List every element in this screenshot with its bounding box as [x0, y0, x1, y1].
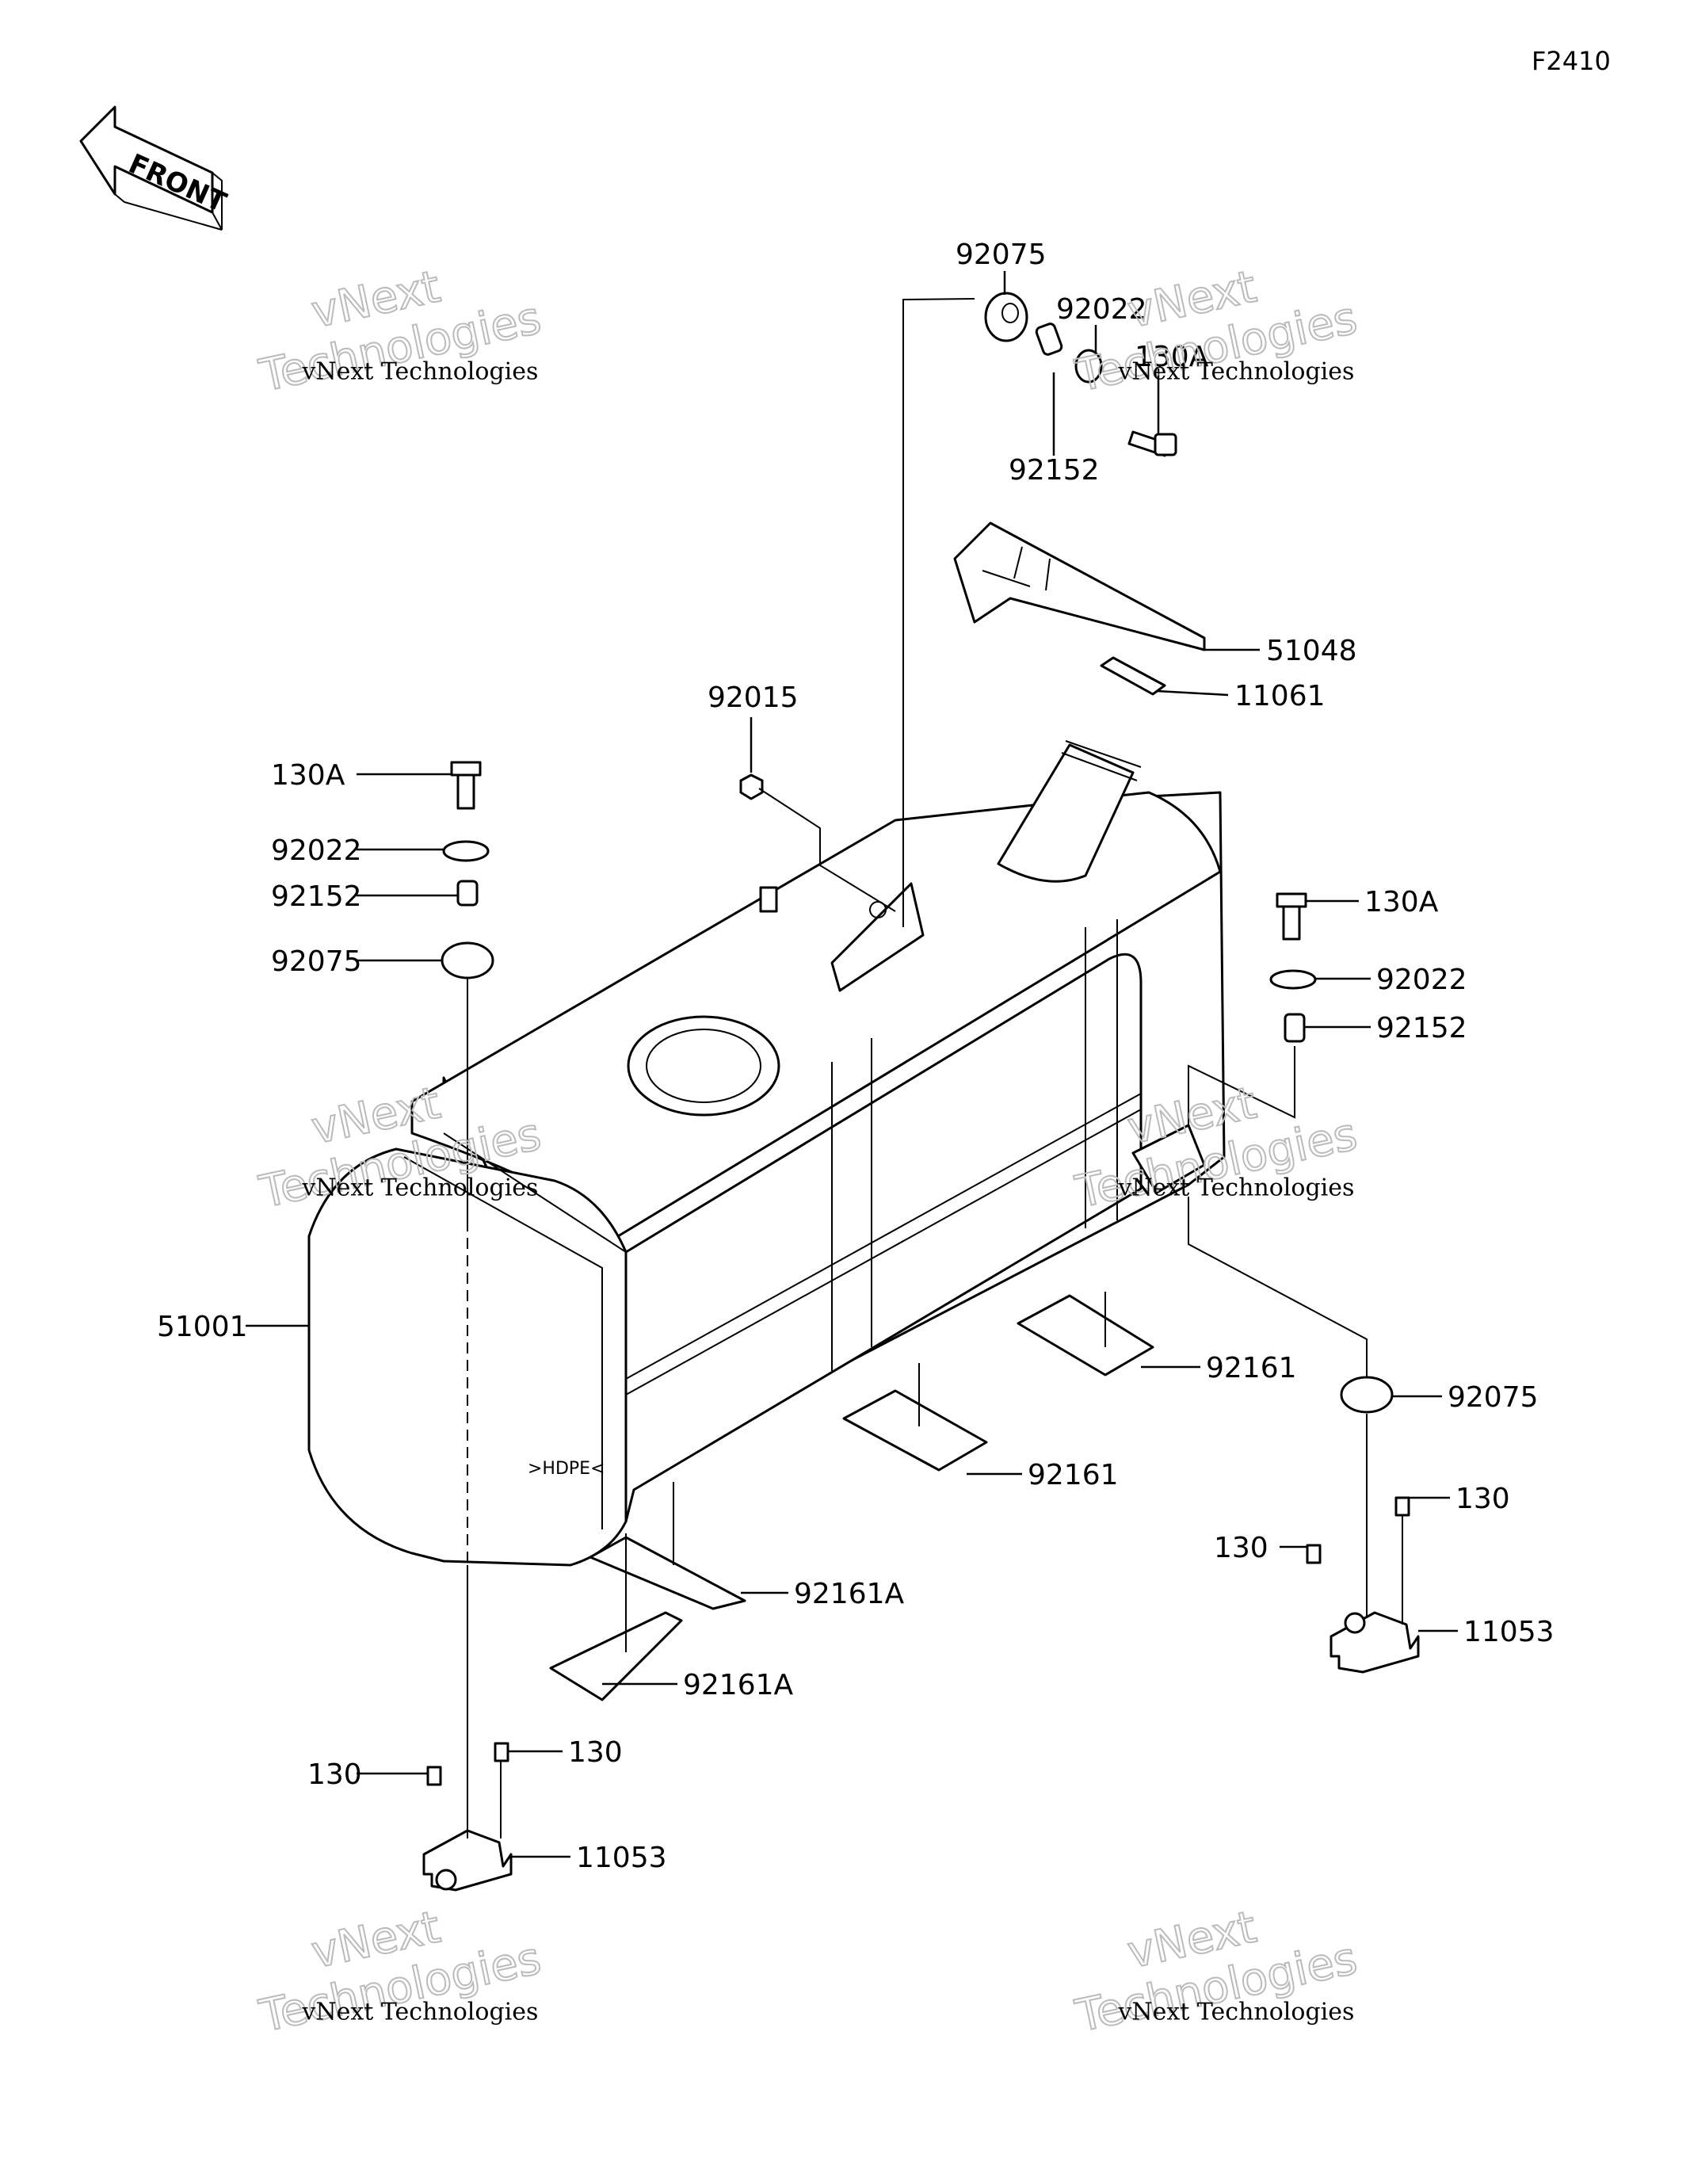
- label-tank: 51001: [157, 1311, 248, 1343]
- svg-text:vNext Technologies: vNext Technologies: [301, 1174, 538, 1201]
- label-collar-top: 92152: [1009, 454, 1100, 487]
- top-mount-hardware: [984, 292, 1177, 457]
- svg-text:vNext Technologies: vNext Technologies: [1117, 1174, 1354, 1201]
- front-arrow-icon: FRONT: [79, 105, 231, 231]
- watermark-6: vNext Technologies vNext Technologies: [1070, 1900, 1362, 2043]
- label-bolt-right: 130A: [1364, 886, 1439, 918]
- svg-text:>HDPE<: >HDPE<: [528, 1459, 605, 1479]
- label-collar-right: 92152: [1376, 1012, 1467, 1044]
- label-gasket: 11061: [1234, 680, 1326, 712]
- filler-gasket: [1100, 656, 1166, 696]
- label-bolt-r2: 130: [1214, 1532, 1268, 1564]
- label-washer-left: 92022: [271, 834, 362, 867]
- watermark-5: vNext Technologies vNext Technologies: [254, 1900, 546, 2043]
- watermark-2: vNext Technologies vNext Technologies: [1070, 260, 1362, 403]
- label-pad-middle: 92161: [1028, 1459, 1119, 1491]
- pad-92161A-2: [549, 1611, 683, 1701]
- bracket-left: [422, 1742, 513, 1892]
- pad-92161A-1: [589, 1536, 746, 1610]
- label-bolt-left: 130A: [271, 759, 345, 792]
- pad-92161-middle: [842, 1389, 988, 1472]
- assembly-lines: [467, 298, 1403, 1838]
- label-cover: 51048: [1266, 635, 1357, 667]
- label-pad-right: 92161: [1206, 1352, 1297, 1384]
- left-mount-hardware: [441, 761, 494, 979]
- label-pad-a1: 92161A: [794, 1578, 905, 1610]
- figure-code: F2410: [1532, 46, 1611, 76]
- right-mount-hardware: [1269, 892, 1317, 1043]
- leader-lines: [246, 271, 1458, 1858]
- label-bolt-r1: 130: [1455, 1483, 1510, 1515]
- label-grommet-right: 92075: [1448, 1381, 1539, 1414]
- nut-92015: [739, 773, 764, 800]
- label-bracket-left: 11053: [576, 1842, 667, 1874]
- svg-text:vNext Technologies: vNext Technologies: [1117, 357, 1354, 385]
- watermark-1: vNext Technologies vNext Technologies: [254, 260, 546, 403]
- svg-text:vNext Technologies: vNext Technologies: [301, 1998, 538, 2026]
- label-bolt-l1: 130: [307, 1758, 362, 1791]
- label-bolt-l2: 130: [568, 1736, 623, 1769]
- tank-cover: [953, 521, 1206, 651]
- label-grommet-left: 92075: [271, 945, 362, 978]
- label-washer-top: 92022: [1056, 293, 1147, 326]
- label-pad-a2: 92161A: [683, 1669, 794, 1701]
- label-grommet-top: 92075: [956, 239, 1047, 271]
- label-bolt-top: 130A: [1135, 341, 1209, 373]
- bracket-right: [1306, 1496, 1420, 1674]
- label-bracket-right: 11053: [1463, 1616, 1555, 1648]
- label-nut: 92015: [708, 682, 799, 714]
- grommet-right: [1340, 1376, 1394, 1414]
- svg-text:vNext Technologies: vNext Technologies: [301, 357, 538, 385]
- svg-text:vNext Technologies: vNext Technologies: [1117, 1998, 1354, 2026]
- pad-92161-right: [1017, 1294, 1154, 1376]
- label-collar-left: 92152: [271, 880, 362, 913]
- fuel-tank: >HDPE<: [307, 740, 1226, 1567]
- label-washer-right: 92022: [1376, 964, 1467, 996]
